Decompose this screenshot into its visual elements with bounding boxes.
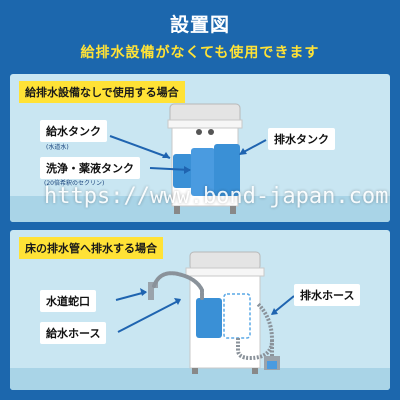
machine-head [189, 251, 261, 271]
panel-floor-drain: 床の排水管へ排水する場合 水道蛇口 給水ホース 排水ホース [10, 230, 390, 390]
drain-hose [236, 302, 275, 361]
banner-floor-drain: 床の排水管へ排水する場合 [19, 237, 163, 259]
floor [10, 368, 390, 390]
faucet-icon [148, 286, 154, 300]
machine-leg [252, 368, 258, 374]
label-drain-hose: 排水ホース [294, 284, 361, 306]
panel-without-plumbing: 給排水設備なしで使用する場合 給水タンク (水道水) 洗浄・薬液タンク (20倍… [10, 74, 390, 222]
wash-tank-shape [196, 298, 222, 338]
note-supply-tank: (水道水) [46, 144, 69, 151]
arrow-line [149, 167, 191, 171]
arrow-head [174, 298, 181, 305]
machine-leg [230, 206, 236, 214]
machine-leg [192, 368, 198, 374]
watermark-url: https://www.bond-japan.com [44, 184, 389, 209]
machine-top [167, 119, 243, 129]
label-faucet: 水道蛇口 [40, 290, 96, 312]
arrow-head [184, 166, 191, 174]
floor-drain-water [267, 361, 277, 369]
page-title: 設置図 [169, 14, 230, 36]
arrow-line [109, 135, 171, 159]
drain-tank-shape [214, 144, 240, 196]
banner-without-plumbing: 給排水設備なしで使用する場合 [19, 81, 185, 103]
machine-illustration-plumbed [115, 251, 295, 374]
supply-hose [152, 271, 204, 300]
arrow-line [115, 291, 147, 301]
arrow-line [117, 299, 181, 333]
arrow-head [271, 308, 278, 315]
machine-leg [174, 206, 180, 214]
label-supply-tank: 給水タンク [40, 120, 107, 142]
arrow-head [140, 288, 147, 296]
label-supply-hose: 給水ホース [40, 322, 107, 344]
supply-tank-shape [173, 154, 193, 188]
page-subtitle: 給排水設備がなくても使用できます [80, 45, 320, 61]
machine-illustration-standalone [109, 103, 267, 214]
wash-tank-shape [191, 148, 215, 196]
gauge-icon [196, 129, 202, 135]
arrow-head [162, 152, 170, 158]
arrow-head [239, 148, 247, 155]
machine-top [185, 267, 265, 277]
label-drain-tank: 排水タンク [268, 128, 335, 150]
note-wash-tank: (20倍希釈のセクリン) [44, 180, 105, 187]
gauge-icon [208, 129, 214, 135]
label-wash-tank: 洗浄・薬液タンク [40, 157, 140, 179]
